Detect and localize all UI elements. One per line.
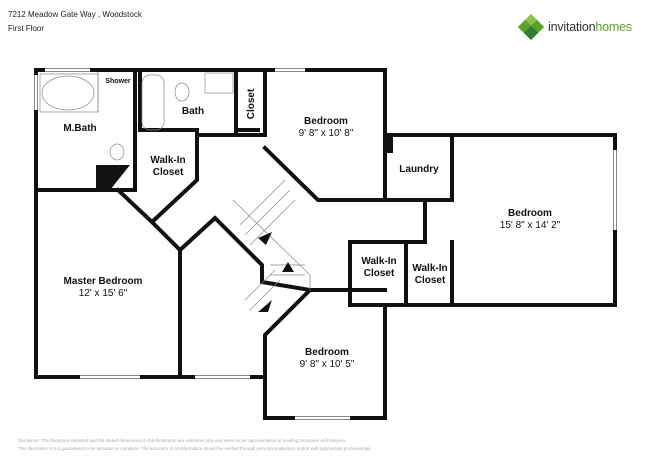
room-label: Laundry	[399, 164, 439, 175]
logo: invitationhomes	[518, 14, 632, 40]
floor-label: First Floor	[8, 24, 44, 33]
room-label: Walk-In Closet	[150, 155, 186, 178]
room-label: Bath	[181, 106, 205, 117]
room-label: Closet	[246, 88, 257, 120]
room-label: M.Bath	[63, 123, 97, 134]
fixtures	[39, 72, 311, 311]
stair-arrows	[258, 232, 294, 312]
wall-block	[96, 165, 130, 190]
disclaimer-line: Disclaimer: The floorplans depicted and …	[18, 438, 347, 443]
disclaimer-line: This illustration is not guaranteed to b…	[18, 446, 372, 451]
windows	[34, 68, 617, 420]
address: 7212 Meadow Gate Way , Woodstock	[8, 10, 142, 19]
wall-block	[383, 135, 393, 153]
room-label: Walk-In Closet	[412, 263, 448, 286]
logo-text-a: invitation	[548, 20, 596, 34]
logo-icon	[518, 14, 544, 40]
room-label: Shower	[105, 78, 131, 85]
room-label: Walk-In Closet	[361, 256, 397, 279]
logo-text-b: homes	[595, 20, 632, 34]
walls	[34, 68, 617, 420]
